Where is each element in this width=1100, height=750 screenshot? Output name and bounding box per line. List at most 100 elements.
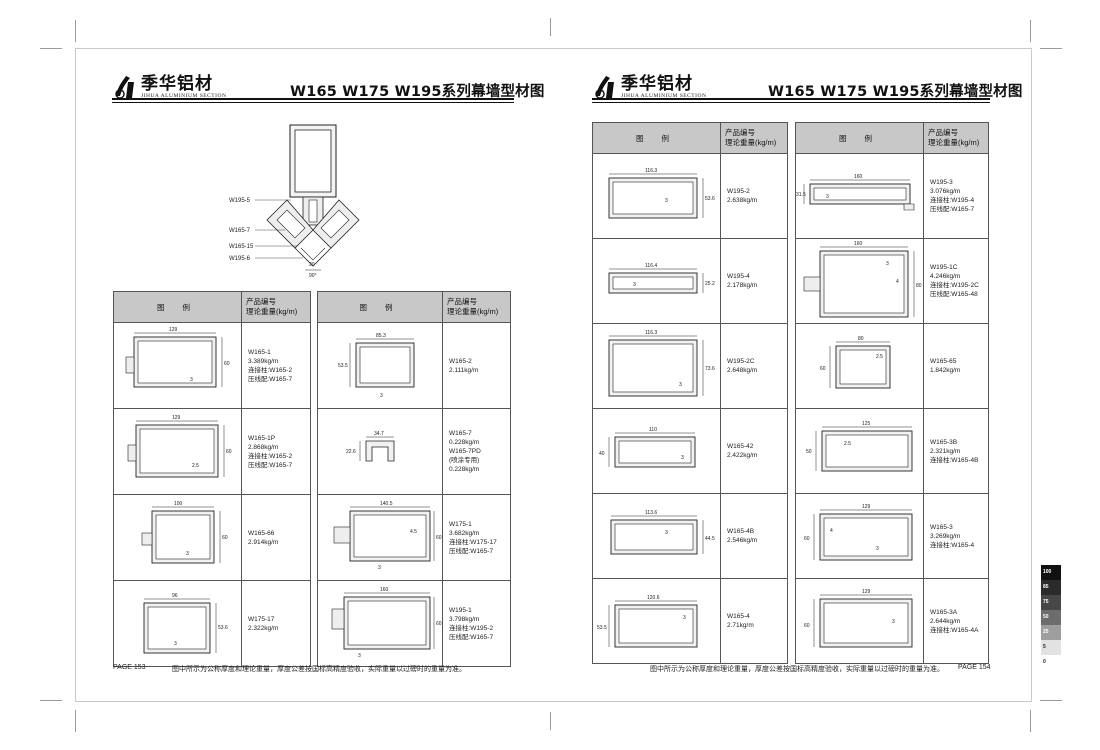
profile-figure: 116.4 25.2 3 (592, 238, 721, 324)
svg-text:60: 60 (436, 535, 442, 541)
profile-figure: 80 60 2.5 (795, 323, 924, 409)
page-frame (75, 48, 1032, 702)
brand-mark-icon (595, 76, 614, 99)
svg-text:129: 129 (172, 415, 181, 421)
svg-text:4: 4 (830, 528, 833, 534)
crop-mark (1040, 700, 1062, 701)
svg-text:116.4: 116.4 (645, 263, 657, 269)
table-header-code: 产品编号理论重量(kg/m) (923, 122, 989, 154)
profile-figure: 129 60 2.5 (113, 408, 242, 495)
profile-figure: 140.5 60 4.5 3 (317, 494, 443, 581)
profile-figure: 125 50 2.5 (795, 408, 924, 494)
svg-text:3: 3 (681, 455, 684, 461)
table-header-figure: 图 例 (113, 291, 242, 323)
crop-mark (40, 700, 62, 701)
svg-text:50: 50 (806, 449, 812, 455)
svg-text:53.5: 53.5 (597, 625, 607, 631)
header-rule-left-thin (112, 102, 514, 103)
svg-text:96: 96 (172, 593, 178, 599)
profile-figure: 160 60 3 (317, 580, 443, 667)
table-header-code: 产品编号理论重量(kg/m) (720, 122, 788, 154)
footer-note-right: 图中所示为公称厚度和理论重量，厚度公差按国标高精度验收，实际重量以过磅时的重量为… (650, 666, 944, 673)
svg-text:160: 160 (854, 174, 863, 180)
color-swatch: 75 (1041, 595, 1061, 610)
crop-mark (1030, 20, 1031, 42)
assembly-label: W195-5 (229, 198, 251, 204)
svg-text:73.6: 73.6 (705, 366, 715, 372)
table-header-figure: 图 例 (795, 122, 924, 154)
svg-text:160: 160 (380, 587, 389, 593)
svg-text:100: 100 (174, 501, 183, 507)
svg-text:22.6: 22.6 (346, 449, 356, 455)
svg-text:60: 60 (226, 449, 232, 455)
svg-text:3: 3 (380, 393, 383, 399)
page-number-left: PAGE 153 (113, 664, 146, 671)
crop-mark (550, 712, 551, 730)
svg-text:34.7: 34.7 (374, 431, 384, 437)
profile-figure: 129 60 4 3 (795, 493, 924, 579)
page-title-left: W165 W175 W195系列幕墙型材图 (290, 84, 545, 100)
header-rule-left (112, 98, 514, 100)
profile-figure: 116.3 53.6 3 (592, 153, 721, 239)
svg-text:2.5: 2.5 (876, 354, 883, 360)
header-rule-right (592, 98, 990, 100)
table-header-figure: 图 例 (592, 122, 721, 154)
table-header-figure: 图 例 (317, 291, 443, 323)
brand-subtitle: JIHUA ALUMINIUM SECTION (621, 93, 707, 99)
assembly-dim: 20 (309, 262, 315, 268)
svg-text:80: 80 (858, 336, 864, 342)
svg-text:129: 129 (862, 589, 871, 595)
svg-text:53.5: 53.5 (338, 363, 348, 369)
profile-figure: 160 31.5 3 (795, 153, 924, 239)
crop-mark (1030, 710, 1031, 732)
page-title-right: W165 W175 W195系列幕墙型材图 (768, 84, 1023, 100)
profile-figure: 129 60 3 (795, 578, 924, 664)
color-swatch: 5 (1041, 640, 1061, 655)
header-rule-right-thin (592, 102, 990, 103)
svg-text:60: 60 (804, 623, 810, 629)
page-number-right: PAGE 154 (958, 664, 991, 671)
crop-mark (550, 18, 551, 36)
table-header-code: 产品编号理论重量(kg/m) (442, 291, 511, 323)
svg-text:25.2: 25.2 (705, 281, 715, 287)
assembly-label: W195-6 (229, 256, 251, 262)
svg-text:3: 3 (826, 194, 829, 200)
svg-text:4: 4 (896, 279, 899, 285)
svg-text:40: 40 (599, 451, 605, 457)
svg-text:3: 3 (378, 565, 381, 571)
svg-text:2.5: 2.5 (844, 441, 851, 447)
profile-figure: 34.7 22.6 (317, 408, 443, 495)
crop-mark (1040, 48, 1062, 49)
svg-text:60: 60 (804, 536, 810, 542)
assembly-drawing: W195-5 W165-7 W165-15 W195-6 20 90° (229, 124, 360, 279)
svg-text:4.5: 4.5 (410, 529, 417, 535)
svg-text:3: 3 (665, 198, 668, 204)
svg-text:53.6: 53.6 (218, 625, 228, 631)
svg-text:85.3: 85.3 (376, 333, 386, 339)
svg-text:3: 3 (190, 377, 193, 383)
profile-figure: 85.3 53.5 3 (317, 322, 443, 409)
svg-text:160: 160 (854, 241, 863, 247)
svg-text:3: 3 (876, 546, 879, 552)
svg-text:60: 60 (820, 366, 826, 372)
brand-name: 季华铝材 (141, 74, 213, 94)
svg-text:140.5: 140.5 (380, 501, 393, 507)
